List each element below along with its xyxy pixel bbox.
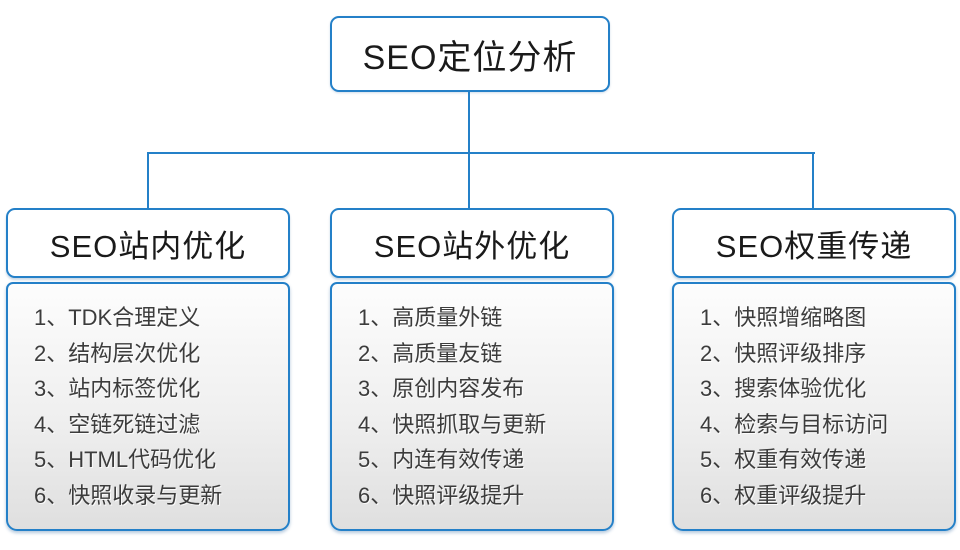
list-item: 6、快照收录与更新 — [34, 482, 223, 508]
column-header-label: SEO站外优化 — [373, 228, 571, 264]
connector-middle-vertical — [468, 152, 470, 209]
list-item: 2、结构层次优化 — [34, 340, 201, 366]
list-item: 5、内连有效传递 — [358, 447, 525, 472]
list-item: 5、HTML代码优化 — [34, 447, 217, 472]
column-panel-offsite-optimization: 1、高质量外链 2、高质量友链 3、原创内容发布 4、快照抓取与更新 5、内连有… — [330, 282, 614, 531]
column-panel-onsite-optimization: 1、TDK合理定义 2、结构层次优化 3、站内标签优化 4、空链死链过滤 5、H… — [6, 282, 290, 531]
list-item: 1、高质量外链 — [358, 305, 503, 330]
list-item: 5、权重有效传递 — [700, 447, 867, 472]
column-header-weight-transfer: SEO权重传递 — [672, 208, 956, 278]
root-node-label: SEO定位分析 — [362, 38, 578, 77]
connector-stem-vertical — [468, 92, 470, 153]
root-node-seo-positioning-analysis: SEO定位分析 — [330, 16, 610, 92]
list-item: 4、检索与目标访问 — [700, 411, 889, 437]
connector-horizontal-bar — [147, 152, 815, 154]
list-item: 3、站内标签优化 — [34, 376, 201, 401]
connector-right-vertical — [812, 152, 814, 209]
column-header-offsite-optimization: SEO站外优化 — [330, 208, 614, 278]
list-item: 4、快照抓取与更新 — [358, 411, 547, 437]
list-item: 3、原创内容发布 — [358, 376, 525, 401]
column-header-label: SEO权重传递 — [715, 228, 913, 264]
list-item: 2、高质量友链 — [358, 340, 503, 366]
list-item: 6、权重评级提升 — [700, 482, 867, 508]
column-panel-weight-transfer: 1、快照增缩略图 2、快照评级排序 3、搜索体验优化 4、检索与目标访问 5、权… — [672, 282, 956, 531]
list-item: 1、快照增缩略图 — [700, 305, 867, 330]
connector-left-vertical — [147, 152, 149, 209]
list-item: 2、快照评级排序 — [700, 340, 867, 366]
list-item: 4、空链死链过滤 — [34, 411, 201, 437]
list-item: 1、TDK合理定义 — [34, 305, 201, 330]
list-item: 6、快照评级提升 — [358, 482, 525, 508]
list-item: 3、搜索体验优化 — [700, 376, 867, 401]
column-header-onsite-optimization: SEO站内优化 — [6, 208, 290, 278]
column-header-label: SEO站内优化 — [49, 228, 247, 264]
